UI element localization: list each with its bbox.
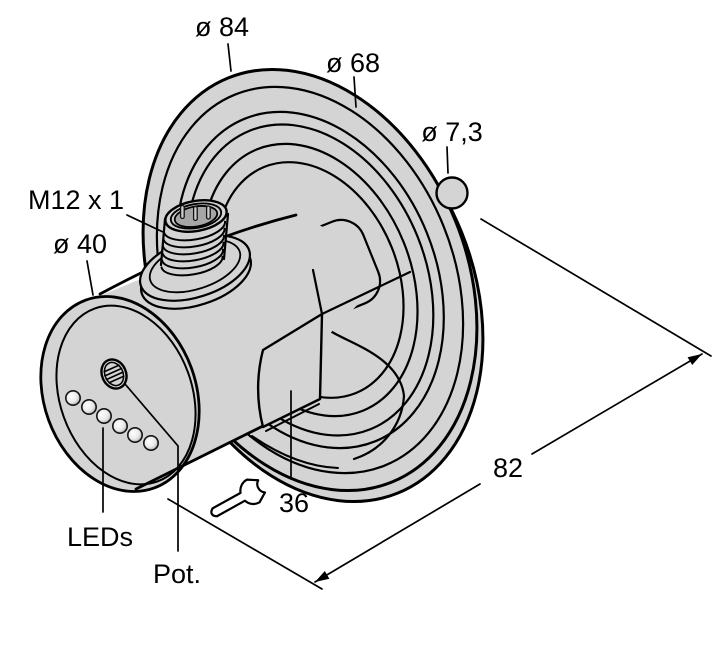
- extension-line-lower: [167, 498, 323, 590]
- dimension-labels: ø 84 ø 68 ø 7,3 M12 x 1 ø 40 LEDs Pot. 3…: [28, 12, 523, 589]
- leader-pot: [124, 383, 179, 552]
- led-2: [81, 398, 98, 415]
- connector-side-edges: [159, 212, 230, 267]
- dimension-82: [167, 218, 712, 590]
- block-front-face: [256, 312, 324, 429]
- pot-screw: [100, 358, 128, 390]
- label-body-dia: ø 40: [53, 229, 107, 259]
- led-6: [143, 434, 160, 451]
- label-flange-outer-dia: ø 84: [195, 12, 249, 42]
- block-shank-edge: [320, 270, 412, 316]
- body-front-face-rim: [55, 304, 197, 486]
- connector-pin-2: [192, 205, 198, 222]
- leader-dia84: [227, 43, 232, 72]
- leader-dia68: [353, 76, 357, 108]
- led-1: [65, 389, 82, 406]
- led-3: [96, 407, 113, 424]
- body-end-cap: [39, 295, 201, 493]
- dimension-line-lower: [314, 483, 481, 583]
- connector-pin-1: [179, 204, 185, 220]
- label-connector-thread: M12 x 1: [28, 185, 124, 215]
- block-back-edge: [311, 268, 324, 316]
- mounting-stud: [435, 176, 469, 210]
- label-flange-step-dia: ø 68: [326, 48, 380, 78]
- wrench-flats-block: [256, 268, 412, 432]
- leader-lines: [86, 43, 449, 552]
- connector-thread-1: [160, 255, 224, 277]
- extension-line-upper: [480, 218, 712, 357]
- connector-thread-6: [163, 220, 227, 242]
- label-overall-length: 82: [493, 453, 523, 483]
- connector-thread-4: [162, 234, 226, 256]
- m12-connector: [138, 199, 253, 310]
- led-4: [112, 417, 129, 434]
- leader-dia40: [86, 260, 94, 296]
- label-wrench-size: 36: [279, 488, 309, 518]
- label-stud-dia: ø 7,3: [421, 117, 483, 147]
- block-bottom-sliver: [265, 403, 320, 432]
- leader-m12: [126, 214, 164, 233]
- connector-thread-2: [161, 248, 225, 270]
- dimension-arrow-upper: [687, 354, 702, 365]
- dimension-arrow-lower: [315, 571, 330, 582]
- wrench-icon: [210, 478, 267, 518]
- led-5: [127, 426, 144, 443]
- dimension-line-upper: [531, 353, 703, 455]
- flange-recess-arc-2: [251, 435, 339, 469]
- label-pot: Pot.: [153, 559, 201, 589]
- connector-thread-5: [162, 227, 226, 249]
- led-row: [65, 389, 160, 451]
- block-top-surface: [262, 270, 322, 350]
- connector-thread-3: [161, 241, 225, 263]
- body-bottom-edge: [134, 424, 265, 491]
- leader-dia73: [446, 146, 449, 174]
- connector-pin-3: [205, 205, 211, 220]
- label-leds: LEDs: [67, 522, 133, 552]
